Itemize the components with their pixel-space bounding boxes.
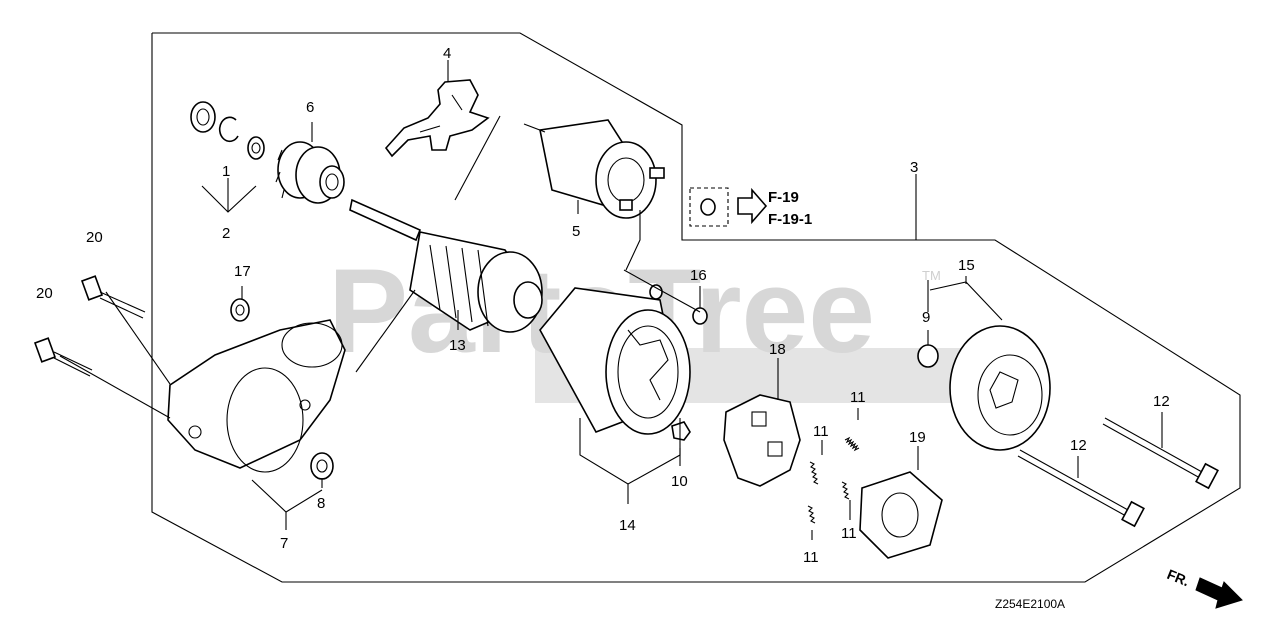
part-11-springs (807, 436, 860, 524)
part-12-bolt-upper (1102, 417, 1219, 490)
reference-nut-icon (700, 198, 716, 216)
reference-label-f19-1[interactable]: F-19-1 (768, 211, 812, 228)
callout-9[interactable]: 9 (922, 309, 930, 326)
callout-13[interactable]: 13 (449, 337, 466, 354)
part-6-pinion-gear (275, 141, 345, 204)
reference-arrow-icon (737, 187, 768, 225)
callout-16[interactable]: 16 (690, 267, 707, 284)
front-arrow-icon (1195, 577, 1243, 609)
assembly-outline (151, 32, 1241, 583)
leader-lines (59, 60, 1163, 540)
part-17-nut (230, 298, 250, 322)
callout-10[interactable]: 10 (671, 473, 688, 490)
callout-14[interactable]: 14 (619, 517, 636, 534)
part-8-bushing (310, 452, 334, 480)
callout-12-upper[interactable]: 12 (1153, 393, 1170, 410)
callout-17[interactable]: 17 (234, 263, 251, 280)
part-19-plate (859, 471, 943, 559)
callout-6[interactable]: 6 (306, 99, 314, 116)
front-direction-indicator: FR. (1165, 566, 1243, 609)
part-1-snap-ring (218, 116, 239, 143)
part-7-front-housing (167, 319, 346, 473)
callout-2[interactable]: 2 (222, 225, 230, 242)
callout-5[interactable]: 5 (572, 223, 580, 240)
callout-7[interactable]: 7 (280, 535, 288, 552)
callout-numbers: 1 2 3 4 5 6 7 8 9 10 11 11 11 11 12 12 1… (36, 45, 1170, 566)
callout-20-lower[interactable]: 20 (36, 285, 53, 302)
watermark-trademark: TM (922, 268, 941, 283)
callout-11-bottom[interactable]: 11 (803, 549, 819, 566)
part-2-ring-and-collar (190, 101, 265, 160)
callout-4[interactable]: 4 (443, 45, 451, 62)
callout-18[interactable]: 18 (769, 341, 786, 358)
part-10-clip (671, 421, 691, 441)
callout-11-middle[interactable]: 11 (841, 525, 857, 542)
part-20-bolt-lower (33, 337, 93, 377)
callout-8[interactable]: 8 (317, 495, 325, 512)
part-15-rear-cover (949, 325, 1051, 451)
part-5-solenoid (523, 119, 665, 219)
callout-15[interactable]: 15 (958, 257, 975, 274)
callout-12-lower[interactable]: 12 (1070, 437, 1087, 454)
reference-dashed-box (689, 187, 729, 227)
part-4-shift-lever (384, 79, 490, 158)
callout-11-left[interactable]: 11 (813, 423, 829, 440)
callout-3[interactable]: 3 (910, 159, 918, 176)
part-9-bushing (917, 344, 939, 368)
diagram-code: Z254E2100A (995, 597, 1065, 611)
callout-1[interactable]: 1 (222, 163, 230, 180)
callout-11-top[interactable]: 11 (850, 389, 866, 406)
callout-20-upper[interactable]: 20 (86, 229, 103, 246)
part-20-bolt-upper (80, 275, 146, 319)
reference-label-f19[interactable]: F-19 (768, 189, 799, 206)
part-14-yoke (539, 287, 691, 435)
part-12-bolt-lower (1017, 449, 1145, 528)
part-13-armature (349, 198, 543, 333)
callout-19[interactable]: 19 (909, 429, 926, 446)
part-18-brush-holder (723, 394, 801, 487)
front-label: FR. (1165, 566, 1192, 589)
reference-box: F-19 F-19-1 (689, 187, 812, 228)
